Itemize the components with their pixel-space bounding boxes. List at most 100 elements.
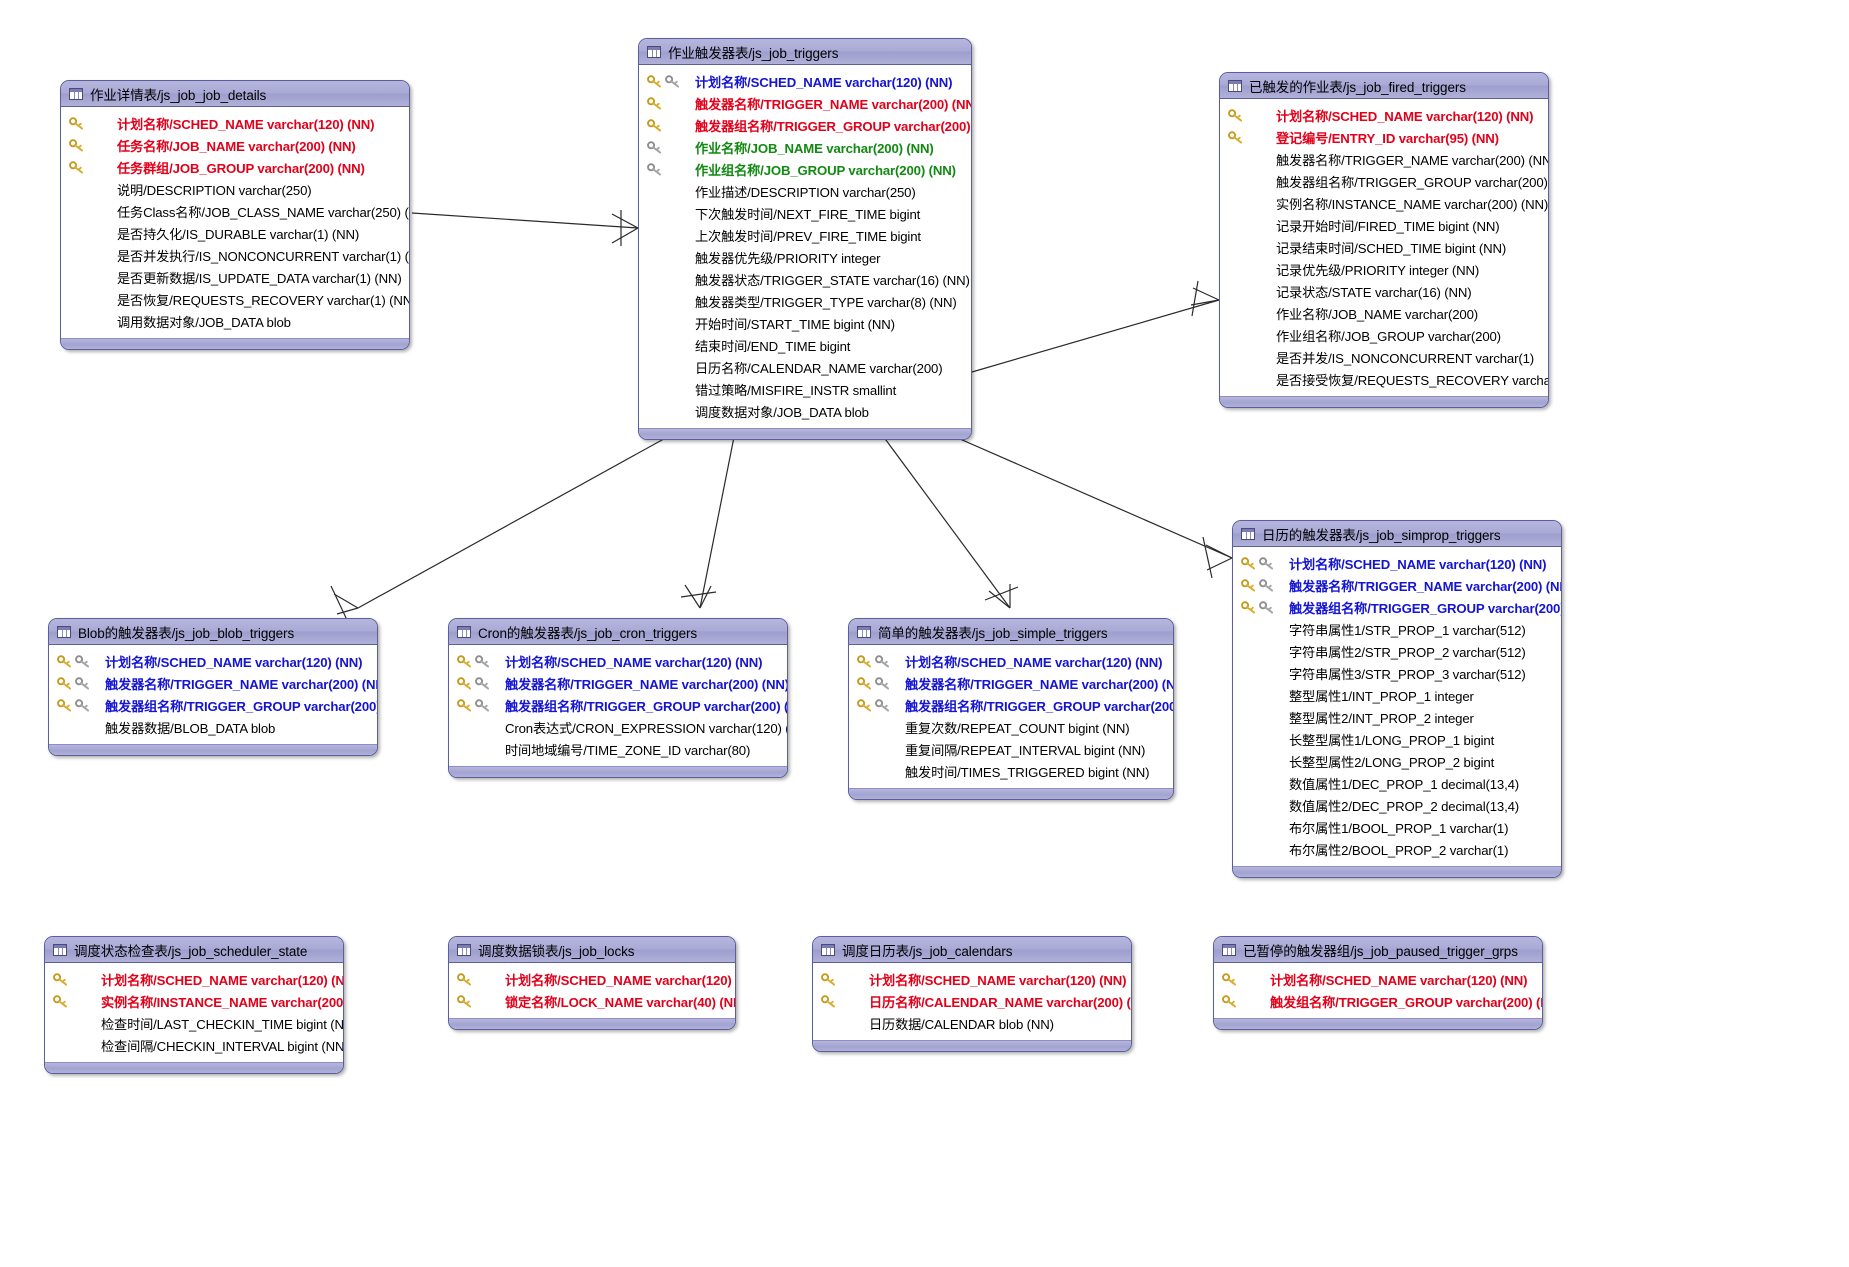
attribute-row[interactable]: Cron表达式/CRON_EXPRESSION varchar(120) (NN…: [449, 716, 787, 738]
attribute-row[interactable]: 实例名称/INSTANCE_NAME varchar(200) (NN): [1220, 192, 1548, 214]
attribute-row[interactable]: 作业描述/DESCRIPTION varchar(250): [639, 180, 971, 202]
attribute-row[interactable]: 触发器状态/TRIGGER_STATE varchar(16) (NN): [639, 268, 971, 290]
attribute-row[interactable]: 记录状态/STATE varchar(16) (NN): [1220, 280, 1548, 302]
attribute-row[interactable]: 计划名称/SCHED_NAME varchar(120) (NN): [1220, 104, 1548, 126]
attribute-row[interactable]: 错过策略/MISFIRE_INSTR smallint: [639, 378, 971, 400]
entity-header-blob_triggers[interactable]: Blob的触发器表/js_job_blob_triggers: [49, 619, 377, 645]
entity-header-fired_triggers[interactable]: 已触发的作业表/js_job_fired_triggers: [1220, 73, 1548, 99]
attribute-row[interactable]: 是否更新数据/IS_UPDATE_DATA varchar(1) (NN): [61, 266, 409, 288]
attribute-row[interactable]: 日历名称/CALENDAR_NAME varchar(200): [639, 356, 971, 378]
attribute-row[interactable]: 计划名称/SCHED_NAME varchar(120) (NN): [61, 112, 409, 134]
attribute-row[interactable]: 结束时间/END_TIME bigint: [639, 334, 971, 356]
attribute-row[interactable]: 任务Class名称/JOB_CLASS_NAME varchar(250) (N…: [61, 200, 409, 222]
attribute-row[interactable]: 实例名称/INSTANCE_NAME varchar(200) (NN): [45, 990, 343, 1012]
entity-paused_trigger_grps[interactable]: 已暂停的触发器组/js_job_paused_trigger_grps 计划名称/…: [1213, 936, 1543, 1030]
attribute-row[interactable]: 是否持久化/IS_DURABLE varchar(1) (NN): [61, 222, 409, 244]
attribute-row[interactable]: 上次触发时间/PREV_FIRE_TIME bigint: [639, 224, 971, 246]
attribute-row[interactable]: 任务群组/JOB_GROUP varchar(200) (NN): [61, 156, 409, 178]
attribute-row[interactable]: 计划名称/SCHED_NAME varchar(120) (NN): [1233, 552, 1561, 574]
attribute-row[interactable]: 长整型属性1/LONG_PROP_1 bigint: [1233, 728, 1561, 750]
attribute-row[interactable]: 触发器组名称/TRIGGER_GROUP varchar(200) (NN): [1220, 170, 1548, 192]
attribute-row[interactable]: 触发器名称/TRIGGER_NAME varchar(200) (NN): [639, 92, 971, 114]
entity-fired_triggers[interactable]: 已触发的作业表/js_job_fired_triggers 计划名称/SCHED_…: [1219, 72, 1549, 408]
attribute-row[interactable]: 日历数据/CALENDAR blob (NN): [813, 1012, 1131, 1034]
attribute-row[interactable]: 触发器优先级/PRIORITY integer: [639, 246, 971, 268]
attribute-row[interactable]: 调度数据对象/JOB_DATA blob: [639, 400, 971, 422]
attribute-row[interactable]: 说明/DESCRIPTION varchar(250): [61, 178, 409, 200]
entity-header-cron_triggers[interactable]: Cron的触发器表/js_job_cron_triggers: [449, 619, 787, 645]
attribute-row[interactable]: 触发器组名称/TRIGGER_GROUP varchar(200) (NN): [1233, 596, 1561, 618]
attribute-row[interactable]: 触发器数据/BLOB_DATA blob: [49, 716, 377, 738]
attribute-row[interactable]: 触发时间/TIMES_TRIGGERED bigint (NN): [849, 760, 1173, 782]
attribute-row[interactable]: 字符串属性3/STR_PROP_3 varchar(512): [1233, 662, 1561, 684]
attribute-row[interactable]: 字符串属性2/STR_PROP_2 varchar(512): [1233, 640, 1561, 662]
entity-cron_triggers[interactable]: Cron的触发器表/js_job_cron_triggers 计划名称/SCHED…: [448, 618, 788, 778]
attribute-row[interactable]: 记录结束时间/SCHED_TIME bigint (NN): [1220, 236, 1548, 258]
entity-header-paused_trigger_grps[interactable]: 已暂停的触发器组/js_job_paused_trigger_grps: [1214, 937, 1542, 963]
attribute-row[interactable]: 登记编号/ENTRY_ID varchar(95) (NN): [1220, 126, 1548, 148]
entity-job_details[interactable]: 作业详情表/js_job_job_details 计划名称/SCHED_NAME …: [60, 80, 410, 350]
attribute-row[interactable]: 重复间隔/REPEAT_INTERVAL bigint (NN): [849, 738, 1173, 760]
attribute-row[interactable]: 检查间隔/CHECKIN_INTERVAL bigint (NN): [45, 1034, 343, 1056]
attribute-row[interactable]: 数值属性1/DEC_PROP_1 decimal(13,4): [1233, 772, 1561, 794]
entity-header-calendars[interactable]: 调度日历表/js_job_calendars: [813, 937, 1131, 963]
attribute-row[interactable]: 字符串属性1/STR_PROP_1 varchar(512): [1233, 618, 1561, 640]
entity-header-simprop_triggers[interactable]: 日历的触发器表/js_job_simprop_triggers: [1233, 521, 1561, 547]
attribute-row[interactable]: 触发器名称/TRIGGER_NAME varchar(200) (NN): [49, 672, 377, 694]
attribute-row[interactable]: 计划名称/SCHED_NAME varchar(120) (NN): [449, 968, 735, 990]
entity-header-simple_triggers[interactable]: 简单的触发器表/js_job_simple_triggers: [849, 619, 1173, 645]
attribute-row[interactable]: 记录开始时间/FIRED_TIME bigint (NN): [1220, 214, 1548, 236]
attribute-row[interactable]: 触发器名称/TRIGGER_NAME varchar(200) (NN): [1220, 148, 1548, 170]
attribute-row[interactable]: 开始时间/START_TIME bigint (NN): [639, 312, 971, 334]
attribute-row[interactable]: 触发器类型/TRIGGER_TYPE varchar(8) (NN): [639, 290, 971, 312]
attribute-row[interactable]: 是否并发执行/IS_NONCONCURRENT varchar(1) (NN): [61, 244, 409, 266]
attribute-row[interactable]: 调用数据对象/JOB_DATA blob: [61, 310, 409, 332]
attribute-row[interactable]: 触发组名称/TRIGGER_GROUP varchar(200) (NN): [1214, 990, 1542, 1012]
attribute-row[interactable]: 时间地域编号/TIME_ZONE_ID varchar(80): [449, 738, 787, 760]
attribute-row[interactable]: 触发器组名称/TRIGGER_GROUP varchar(200) (NN): [639, 114, 971, 136]
attribute-row[interactable]: 下次触发时间/NEXT_FIRE_TIME bigint: [639, 202, 971, 224]
attribute-row[interactable]: 日历名称/CALENDAR_NAME varchar(200) (NN): [813, 990, 1131, 1012]
attribute-row[interactable]: 是否接受恢复/REQUESTS_RECOVERY varchar(1): [1220, 368, 1548, 390]
attribute-row[interactable]: 重复次数/REPEAT_COUNT bigint (NN): [849, 716, 1173, 738]
attribute-row[interactable]: 触发器组名称/TRIGGER_GROUP varchar(200) (NN): [849, 694, 1173, 716]
attribute-row[interactable]: 触发器名称/TRIGGER_NAME varchar(200) (NN): [849, 672, 1173, 694]
attribute-row[interactable]: 计划名称/SCHED_NAME varchar(120) (NN): [49, 650, 377, 672]
attribute-row[interactable]: 计划名称/SCHED_NAME varchar(120) (NN): [849, 650, 1173, 672]
attribute-row[interactable]: 触发器组名称/TRIGGER_GROUP varchar(200) (NN): [49, 694, 377, 716]
entity-triggers[interactable]: 作业触发器表/js_job_triggers 计划名称/SCHED_NAME va…: [638, 38, 972, 440]
attribute-row[interactable]: 锁定名称/LOCK_NAME varchar(40) (NN): [449, 990, 735, 1012]
entity-header-triggers[interactable]: 作业触发器表/js_job_triggers: [639, 39, 971, 65]
attribute-row[interactable]: 作业组名称/JOB_GROUP varchar(200) (NN): [639, 158, 971, 180]
entity-simprop_triggers[interactable]: 日历的触发器表/js_job_simprop_triggers 计划名称/SCHE…: [1232, 520, 1562, 878]
attribute-row[interactable]: 作业名称/JOB_NAME varchar(200): [1220, 302, 1548, 324]
entity-scheduler_state[interactable]: 调度状态检查表/js_job_scheduler_state 计划名称/SCHED…: [44, 936, 344, 1074]
entity-header-job_details[interactable]: 作业详情表/js_job_job_details: [61, 81, 409, 107]
attribute-row[interactable]: 计划名称/SCHED_NAME varchar(120) (NN): [639, 70, 971, 92]
attribute-row[interactable]: 检查时间/LAST_CHECKIN_TIME bigint (NN): [45, 1012, 343, 1034]
entity-simple_triggers[interactable]: 简单的触发器表/js_job_simple_triggers 计划名称/SCHED…: [848, 618, 1174, 800]
attribute-row[interactable]: 计划名称/SCHED_NAME varchar(120) (NN): [449, 650, 787, 672]
entity-header-locks[interactable]: 调度数据锁表/js_job_locks: [449, 937, 735, 963]
attribute-row[interactable]: 计划名称/SCHED_NAME varchar(120) (NN): [1214, 968, 1542, 990]
attribute-row[interactable]: 整型属性2/INT_PROP_2 integer: [1233, 706, 1561, 728]
attribute-row[interactable]: 数值属性2/DEC_PROP_2 decimal(13,4): [1233, 794, 1561, 816]
attribute-row[interactable]: 是否恢复/REQUESTS_RECOVERY varchar(1) (NN): [61, 288, 409, 310]
attribute-row[interactable]: 触发器名称/TRIGGER_NAME varchar(200) (NN): [1233, 574, 1561, 596]
attribute-row[interactable]: 整型属性1/INT_PROP_1 integer: [1233, 684, 1561, 706]
attribute-row[interactable]: 计划名称/SCHED_NAME varchar(120) (NN): [813, 968, 1131, 990]
attribute-row[interactable]: 作业组名称/JOB_GROUP varchar(200): [1220, 324, 1548, 346]
attribute-row[interactable]: 任务名称/JOB_NAME varchar(200) (NN): [61, 134, 409, 156]
attribute-row[interactable]: 长整型属性2/LONG_PROP_2 bigint: [1233, 750, 1561, 772]
attribute-row[interactable]: 记录优先级/PRIORITY integer (NN): [1220, 258, 1548, 280]
attribute-row[interactable]: 计划名称/SCHED_NAME varchar(120) (NN): [45, 968, 343, 990]
entity-calendars[interactable]: 调度日历表/js_job_calendars 计划名称/SCHED_NAME va…: [812, 936, 1132, 1052]
attribute-row[interactable]: 触发器组名称/TRIGGER_GROUP varchar(200) (NN): [449, 694, 787, 716]
attribute-row[interactable]: 布尔属性1/BOOL_PROP_1 varchar(1): [1233, 816, 1561, 838]
entity-header-scheduler_state[interactable]: 调度状态检查表/js_job_scheduler_state: [45, 937, 343, 963]
entity-locks[interactable]: 调度数据锁表/js_job_locks 计划名称/SCHED_NAME varch…: [448, 936, 736, 1030]
entity-blob_triggers[interactable]: Blob的触发器表/js_job_blob_triggers 计划名称/SCHED…: [48, 618, 378, 756]
attribute-row[interactable]: 是否并发/IS_NONCONCURRENT varchar(1): [1220, 346, 1548, 368]
attribute-row[interactable]: 触发器名称/TRIGGER_NAME varchar(200) (NN): [449, 672, 787, 694]
attribute-row[interactable]: 作业名称/JOB_NAME varchar(200) (NN): [639, 136, 971, 158]
